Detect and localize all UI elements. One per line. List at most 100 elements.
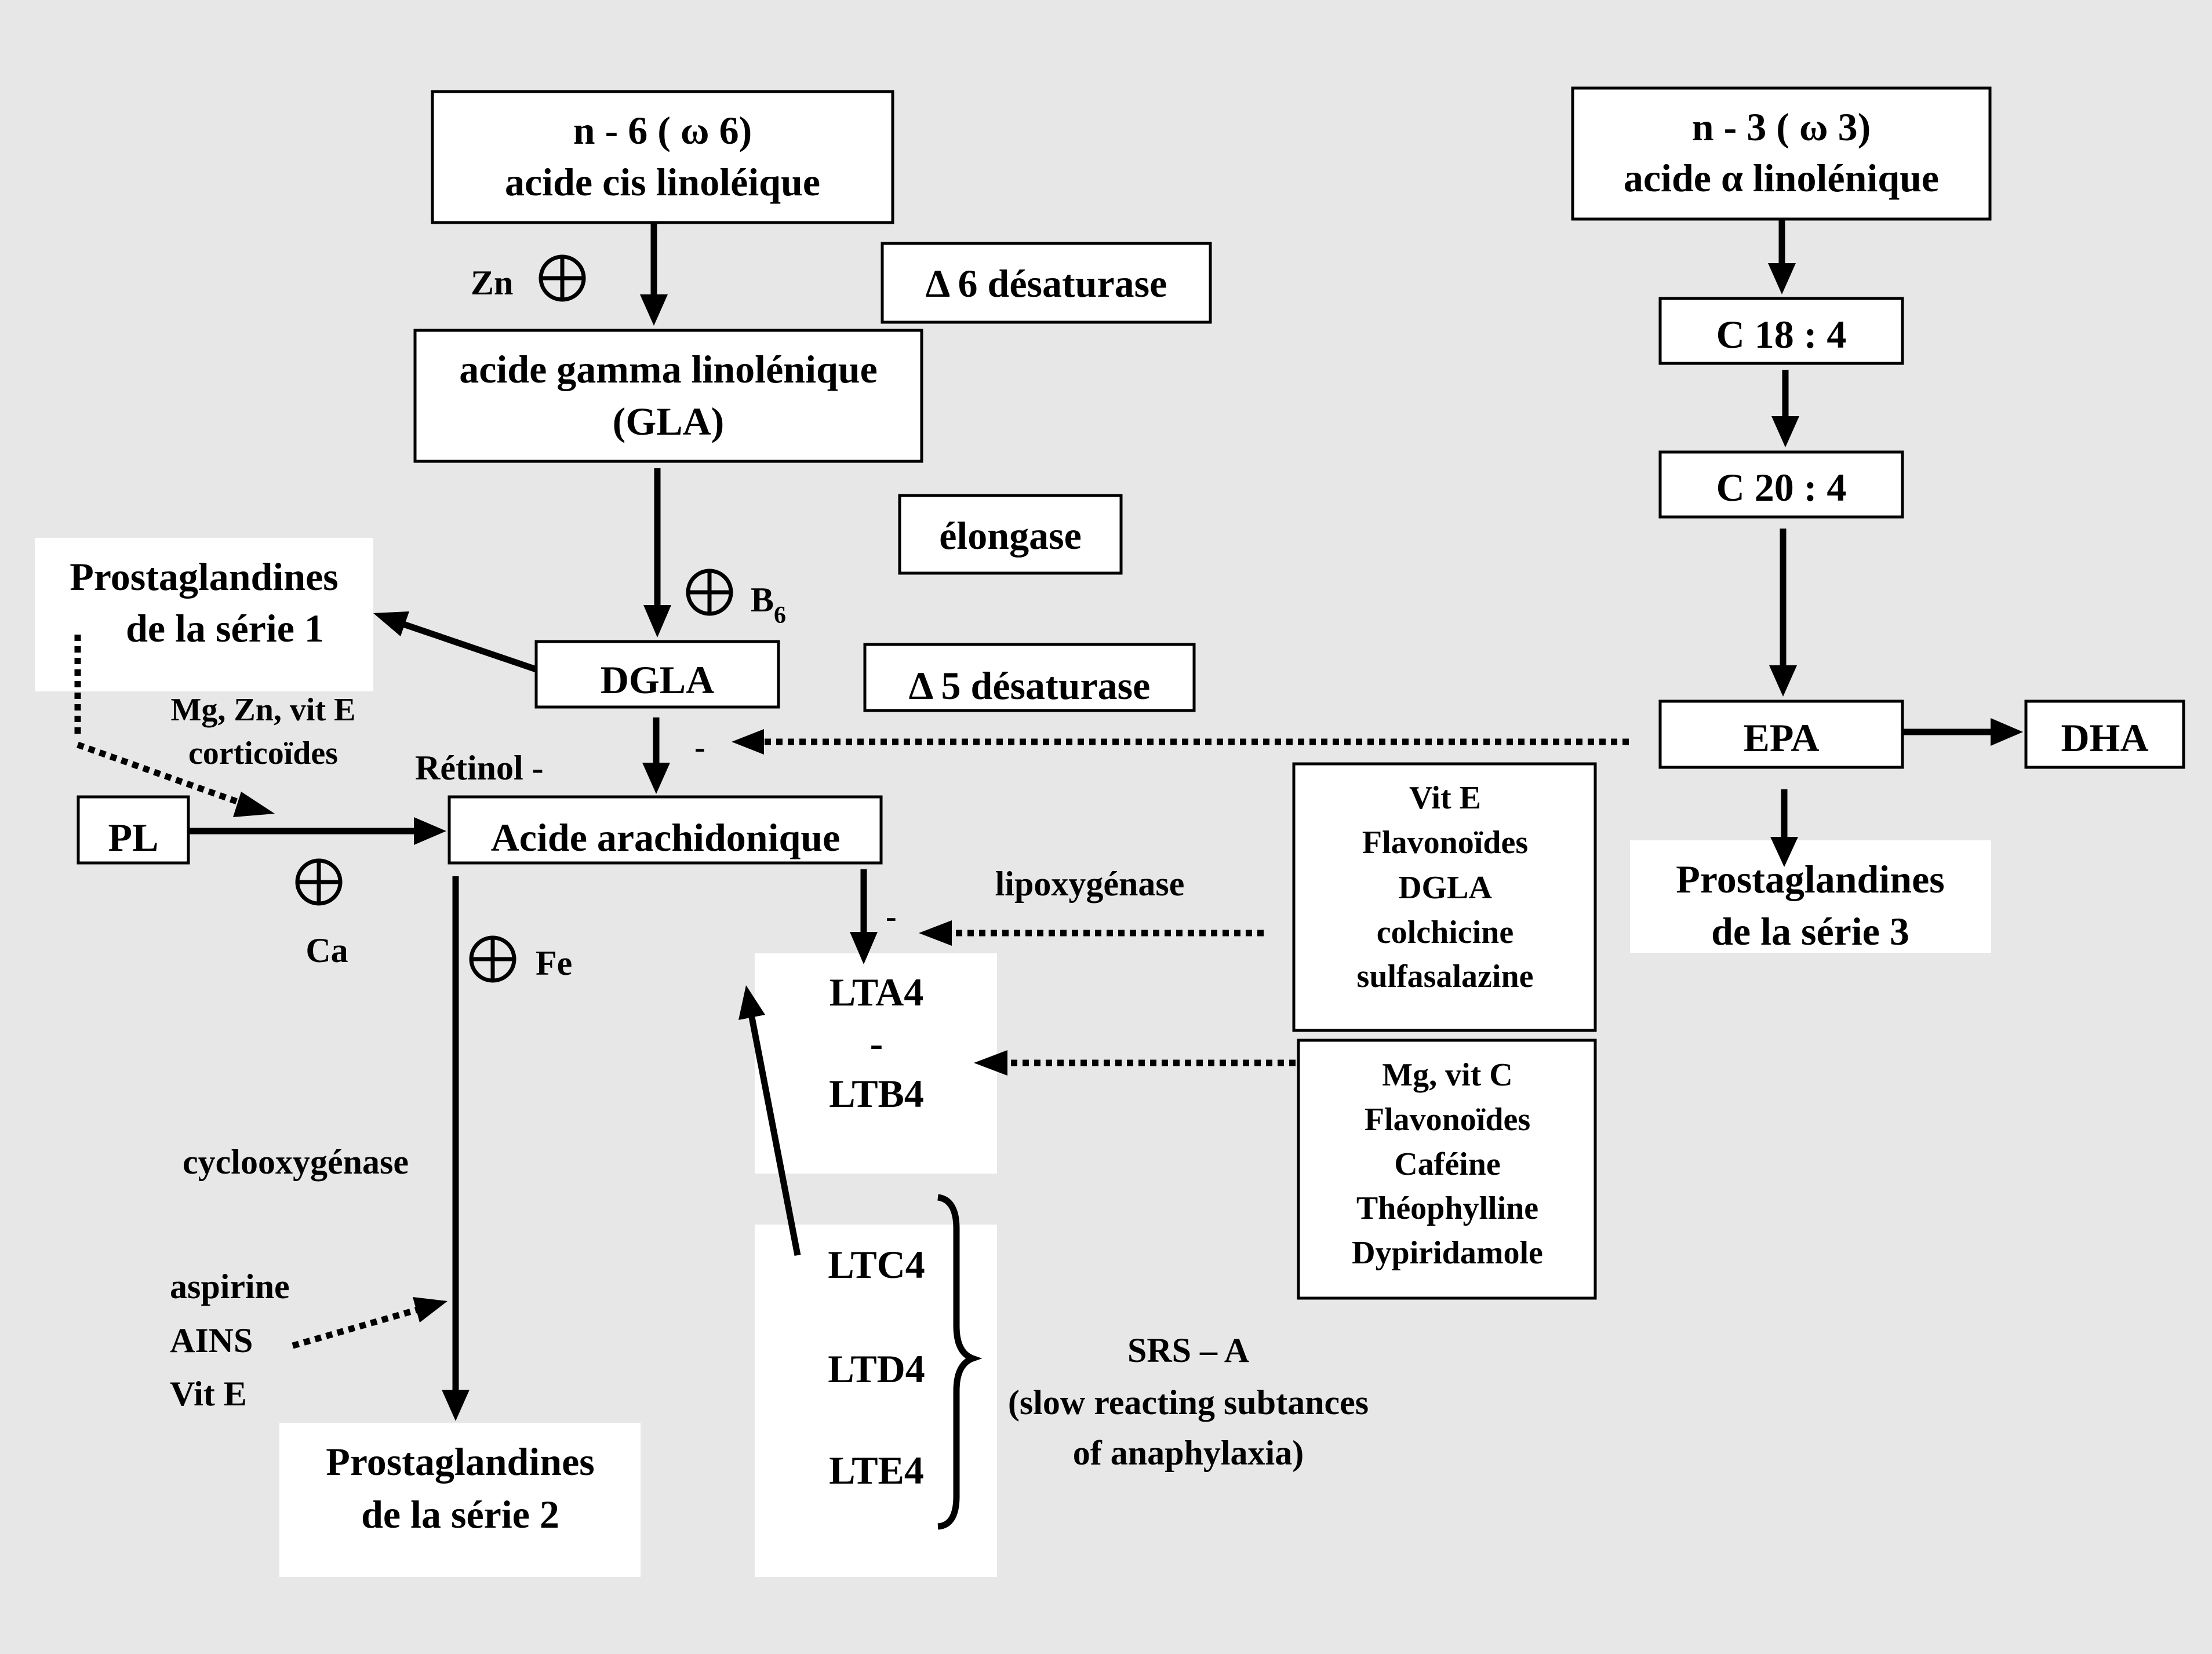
pg2-background: [279, 1423, 641, 1577]
lipoxygenase-label: lipoxygénase: [995, 865, 1185, 903]
inhib1-line3: DGLA: [1398, 870, 1492, 906]
omega6-line1: n - 6 ( ω 6): [573, 108, 752, 152]
arrowhead-pg1: [373, 611, 409, 636]
d5-desaturase-label: Δ 5 désaturase: [909, 664, 1151, 708]
arrowhead-nsaid: [413, 1297, 448, 1323]
arrowhead-c184: [1768, 263, 1796, 294]
inhib1-line2: Flavonoïdes: [1362, 825, 1528, 861]
pg3-background: [1630, 840, 1991, 953]
mg-zn-line2: corticoïdes: [188, 735, 338, 771]
pg1-background: [35, 538, 373, 691]
dgla-box: [534, 640, 780, 709]
srs-line1: SRS – A: [1127, 1331, 1249, 1369]
ltd4-label: LTD4: [828, 1347, 925, 1391]
minus-dgla-aa: -: [694, 730, 705, 766]
nsaid-line3: Vit E: [170, 1375, 247, 1413]
arrow-ltc4-to-lta4: [748, 1016, 801, 1256]
pg3-line2: de la série 3: [1711, 909, 1909, 953]
arrowhead-pg2: [442, 1390, 470, 1421]
inhib2-line1: Mg, vit C: [1382, 1057, 1513, 1093]
nsaid-line1: aspirine: [170, 1267, 290, 1306]
pg2-line1: Prostaglandines: [326, 1440, 594, 1484]
nsaid-line2: AINS: [170, 1321, 253, 1360]
arrow-dgla-to-pg1: [399, 620, 537, 673]
elongase-box: [898, 494, 1123, 575]
c184-box: [1658, 297, 1904, 365]
elongase-label: élongase: [939, 513, 1082, 558]
b6-label: B6: [751, 581, 786, 629]
omega3-box: [1571, 86, 1992, 221]
arrowhead-dha: [1991, 718, 2023, 746]
arrowhead-gla: [640, 294, 668, 326]
gla-line1: acide gamma linolénique: [459, 347, 878, 391]
dha-label: DHA: [2061, 716, 2148, 760]
ca-label: Ca: [305, 931, 348, 970]
omega6-line2: acide cis linoléique: [505, 160, 820, 204]
plus-icon-ca: [297, 861, 340, 903]
omega3-line1: n - 3 ( ω 3): [1692, 105, 1871, 149]
plus-icon-fe: [471, 938, 514, 981]
inhibitors-lipoxygenase-box: [1292, 762, 1597, 1032]
c204-label: C 20 : 4: [1716, 465, 1847, 509]
d6-desaturase-label: Δ 6 désaturase: [926, 261, 1167, 305]
arrowhead-lta4: [850, 932, 878, 964]
arrowhead-aa: [642, 763, 670, 794]
omega6-box: [431, 90, 894, 224]
lte4-label: LTE4: [829, 1448, 924, 1492]
dotted-to-pl-aa: [77, 741, 245, 807]
dotted-nsaid-to-cox: [292, 1306, 419, 1349]
arrowhead-pg3: [1770, 837, 1798, 867]
arrowhead-epa-aa: [732, 729, 764, 755]
b6-main: B: [751, 581, 774, 619]
pg3-line1: Prostaglandines: [1676, 857, 1944, 901]
lta-ltb-dash: -: [870, 1021, 883, 1065]
srs-line2: (slow reacting subtances: [1008, 1383, 1369, 1422]
ltb4-label: LTB4: [829, 1072, 924, 1116]
inhib2-line2: Flavonoïdes: [1365, 1102, 1530, 1138]
inhib1-line1: Vit E: [1409, 780, 1481, 816]
srs-line3: of anaphylaxia): [1073, 1434, 1304, 1472]
inhib2-line4: Théophylline: [1356, 1190, 1538, 1226]
pl-box: [77, 795, 190, 865]
inhib2-line3: Caféine: [1394, 1146, 1501, 1182]
arrowhead-dotted-pl-aa: [233, 792, 275, 817]
b6-subscript: 6: [774, 602, 786, 629]
dgla-label: DGLA: [601, 658, 714, 702]
inhibitors-ltb4-box: [1297, 1039, 1597, 1300]
pg1-line2: de la série 1: [126, 606, 324, 650]
c204-box: [1658, 450, 1904, 519]
plus-icon-zn: [541, 257, 584, 300]
lta4-label: LTA4: [829, 970, 924, 1014]
arrowhead-epa: [1769, 665, 1797, 697]
gla-box: [413, 329, 923, 463]
plus-icon-b6: [688, 571, 731, 614]
arachidonic-acid-label: Acide arachidonique: [491, 815, 841, 859]
d5-desaturase-box: [863, 643, 1196, 712]
inhib1-line4: colchicine: [1377, 915, 1514, 950]
zn-label: Zn: [471, 264, 513, 302]
pg2-line2: de la série 2: [361, 1492, 559, 1536]
inhib2-line5: Dypiridamole: [1352, 1235, 1543, 1271]
cyclooxygenase-label: cyclooxygénase: [183, 1143, 409, 1181]
dha-box: [2024, 700, 2185, 769]
arachidonic-acid-box: [448, 795, 883, 865]
retinol-label: Rétinol -: [415, 749, 544, 787]
arrowhead-ltc4-lta4: [738, 985, 765, 1020]
omega3-line2: acide α linolénique: [1624, 156, 1939, 200]
minus-lipox: -: [886, 899, 897, 935]
srs-brace: [937, 1194, 983, 1530]
ltc4-label: LTC4: [828, 1243, 925, 1287]
arrowhead-inhib2: [974, 1050, 1007, 1076]
arrowhead-c204: [1771, 416, 1799, 447]
arrowhead-dgla: [643, 605, 671, 637]
pl-label: PL: [108, 815, 159, 859]
fe-label: Fe: [536, 944, 572, 982]
mg-zn-line1: Mg, Zn, vit E: [171, 692, 356, 728]
epa-label: EPA: [1744, 716, 1820, 760]
pg1-line1: Prostaglandines: [70, 555, 338, 599]
arrowhead-pl-aa: [414, 817, 446, 845]
d6-desaturase-box: [881, 242, 1212, 324]
epa-box: [1658, 700, 1904, 769]
gla-line2: (GLA): [613, 399, 725, 443]
